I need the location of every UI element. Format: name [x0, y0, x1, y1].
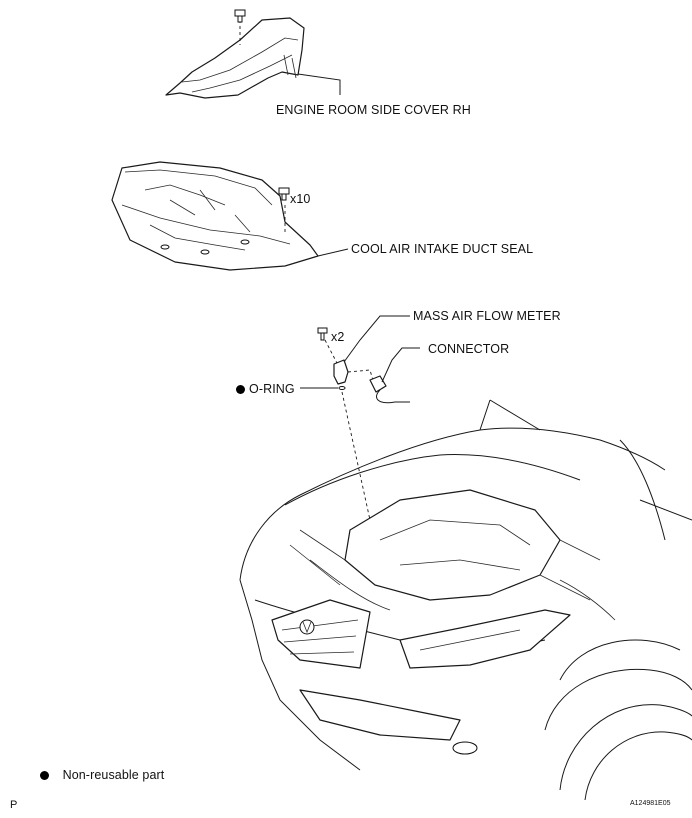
clip-icon	[278, 187, 290, 201]
label-mass-air-flow-meter: MASS AIR FLOW METER	[413, 309, 561, 323]
screw-icon	[317, 327, 328, 341]
clip-icon	[234, 9, 246, 23]
figure-id: A124981E05	[630, 800, 671, 807]
quantity-clips: x10	[290, 192, 311, 206]
vehicle-front-illustration	[239, 399, 692, 801]
label-engine-room-side-cover-rh: ENGINE ROOM SIDE COVER RH	[276, 103, 471, 117]
o-ring-text: O-RING	[249, 382, 295, 396]
non-reusable-bullet-icon	[236, 385, 245, 394]
legend-text: Non-reusable part	[62, 768, 165, 782]
footer-code: P	[10, 799, 18, 811]
label-o-ring: O-RING	[236, 382, 295, 396]
mass-air-flow-meter-part	[300, 315, 420, 521]
legend: Non-reusable part	[40, 768, 164, 782]
label-cool-air-intake-duct-seal: COOL AIR INTAKE DUCT SEAL	[351, 242, 534, 256]
filled-circle-icon	[40, 771, 49, 780]
quantity-screws: x2	[331, 330, 345, 344]
engine-room-side-cover-rh-part	[165, 9, 341, 99]
label-connector: CONNECTOR	[428, 342, 510, 356]
cool-air-intake-duct-seal-part	[111, 161, 349, 271]
